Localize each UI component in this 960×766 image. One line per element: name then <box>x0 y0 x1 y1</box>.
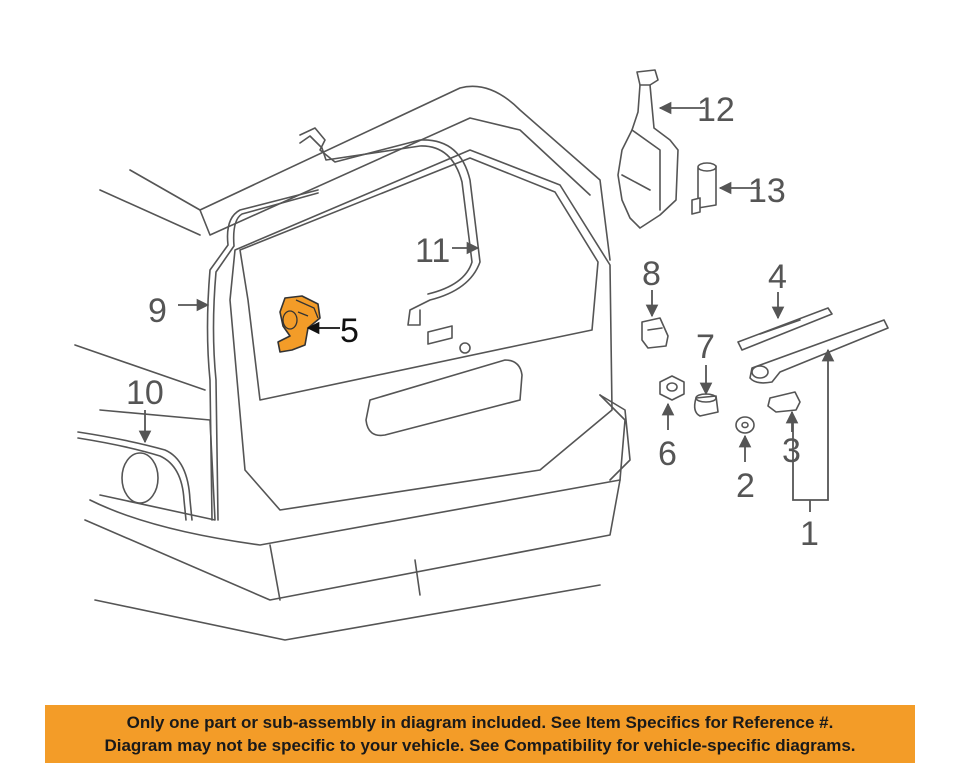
washer-hose-left-inner <box>212 192 319 521</box>
washer-reservoir <box>617 69 679 229</box>
callout-6: 6 <box>658 435 677 473</box>
callout-13: 13 <box>748 172 786 210</box>
hex-nut <box>659 375 685 401</box>
leader-1-bracket <box>792 348 835 501</box>
callout-8: 8 <box>642 255 661 293</box>
washer-hose-left <box>206 189 319 521</box>
flat-washer <box>735 416 755 434</box>
grommet <box>693 393 719 417</box>
disclaimer-line-1: Only one part or sub-assembly in diagram… <box>126 713 834 732</box>
washer-hose-taillight <box>77 431 193 521</box>
nozzle-cap <box>641 317 669 349</box>
callout-1: 1 <box>800 515 819 553</box>
callout-2: 2 <box>736 467 755 505</box>
callout-4: 4 <box>768 258 787 296</box>
arm-cap <box>767 391 801 413</box>
callout-12: 12 <box>697 91 735 129</box>
callout-7: 7 <box>696 328 715 366</box>
washer-nozzle-highlighted <box>277 295 321 353</box>
washer-hose-taillight-inner <box>77 437 187 521</box>
callout-5: 5 <box>340 312 359 350</box>
washer-hose-top-inner <box>299 135 473 295</box>
parts-diagram: 12 13 8 7 6 2 3 4 1 9 10 11 5 <box>74 69 889 641</box>
callout-10: 10 <box>126 374 164 412</box>
wiper-blade <box>737 307 833 351</box>
disclaimer-banner: Only one part or sub-assembly in diagram… <box>45 705 915 763</box>
washer-pump <box>691 162 717 215</box>
callout-9: 9 <box>148 292 167 330</box>
callout-3: 3 <box>782 432 801 470</box>
vehicle-rear-outline <box>74 85 631 641</box>
disclaimer-line-2: Diagram may not be specific to your vehi… <box>104 736 856 755</box>
washer-hose-top <box>299 127 481 326</box>
callout-11: 11 <box>415 232 450 270</box>
